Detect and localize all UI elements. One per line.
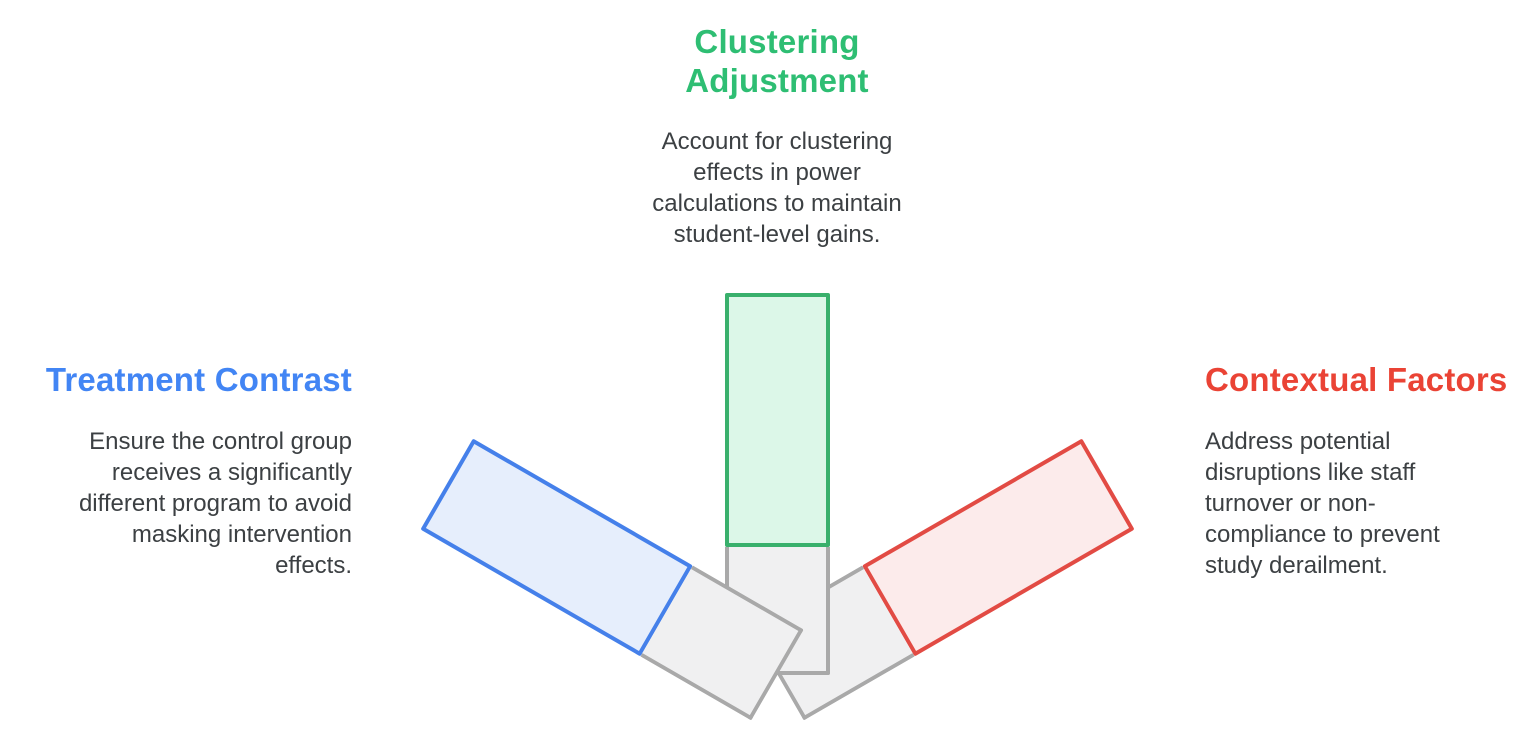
contextual-factors-description: Address potential disruptions like staff… — [1205, 428, 1440, 579]
section-contextual-factors: Contextual Factors Address potential dis… — [1205, 360, 1525, 581]
bars-group — [420, 293, 1135, 721]
section-clustering-adjustment: Clustering Adjustment Account for cluste… — [577, 22, 977, 250]
clustering-adjustment-title: Clustering Adjustment — [685, 23, 869, 99]
contextual-factors-title: Contextual Factors — [1205, 361, 1508, 398]
section-treatment-contrast: Treatment Contrast Ensure the control gr… — [40, 360, 352, 581]
clustering-adjustment-bar-colored-segment — [725, 293, 830, 547]
clustering-adjustment-description: Account for clustering effects in power … — [652, 128, 902, 248]
treatment-contrast-bar-colored-segment — [420, 438, 693, 657]
contextual-factors-bar-colored-segment — [862, 438, 1135, 657]
treatment-contrast-description: Ensure the control group receives a sign… — [78, 428, 352, 579]
treatment-contrast-title: Treatment Contrast — [45, 361, 352, 398]
